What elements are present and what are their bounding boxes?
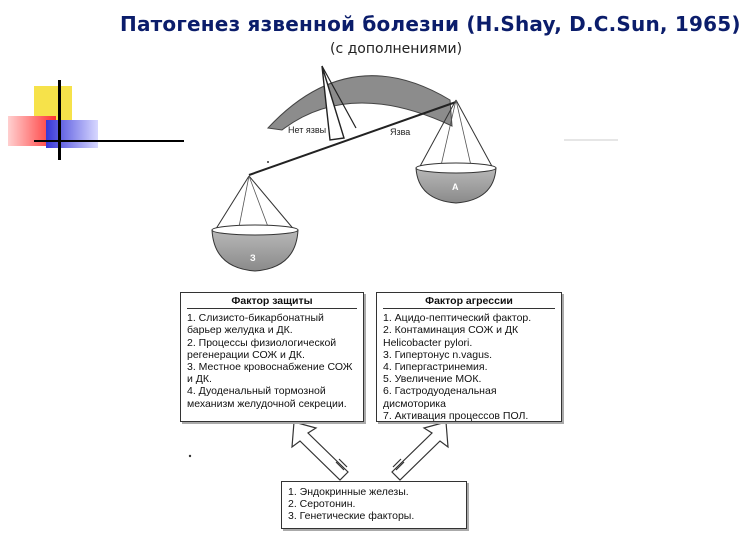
page-title: Патогенез язвенной болезни (H.Shay, D.C.…	[120, 12, 741, 36]
scale-arc	[266, 75, 453, 131]
aggression-item: 5. Увеличение МОК.	[383, 373, 482, 386]
balance-scale	[188, 65, 618, 481]
defense-item: 1. Слизисто-бикарбонатный барьер желудка…	[187, 312, 324, 337]
defense-factor-box: Фактор защиты 1. Слизисто-бикарбонатный …	[180, 292, 364, 422]
aggression-item: 2. Контаминация СОЖ и ДК Helicobacter py…	[383, 324, 519, 349]
arrow-left	[291, 421, 349, 481]
decor-blue-square	[46, 120, 98, 148]
common-item: 2. Серотонин.	[288, 498, 356, 511]
defense-item: 2. Процессы физиологической регенерации …	[187, 336, 337, 361]
aggression-item: 3. Гипертонус n.vagus.	[383, 348, 493, 361]
aggression-factor-box: Фактор агрессии 1. Ацидо-пептический фак…	[376, 292, 562, 422]
defense-item: 3. Местное кровоснабжение СОЖ и ДК.	[187, 361, 353, 386]
arrow-right	[391, 421, 449, 481]
aggression-item: 7. Активация процессов ПОЛ.	[383, 409, 529, 422]
aggression-item: 6. Гастродуоденальная дисмоторика	[383, 385, 497, 410]
common-item: 3. Генетические факторы.	[288, 510, 415, 523]
aggression-item: 4. Гипергастринемия.	[383, 361, 488, 374]
pan-left-letter: З	[250, 253, 256, 263]
decor-vertical-line	[58, 80, 61, 160]
scale-needle	[321, 65, 345, 141]
aggression-header: Фактор агрессии	[383, 295, 555, 310]
scale-beam	[248, 101, 457, 176]
pan-right-letter: А	[452, 182, 459, 192]
defense-header: Фактор защиты	[187, 295, 357, 310]
page-subtitle: (с дополнениями)	[330, 41, 463, 57]
label-ulcer: Язва	[390, 127, 411, 137]
decor-horizontal-line	[34, 140, 184, 142]
label-no-ulcer: Нет язвы	[288, 125, 327, 135]
defense-item: 4. Дуоденальный тормозной механизм желуд…	[187, 385, 347, 410]
aggression-item: 1. Ацидо-пептический фактор.	[383, 312, 532, 325]
common-item: 1. Эндокринные железы.	[288, 486, 409, 498]
common-factors-box: 1. Эндокринные железы. 2. Серотонин. 3. …	[281, 481, 467, 529]
